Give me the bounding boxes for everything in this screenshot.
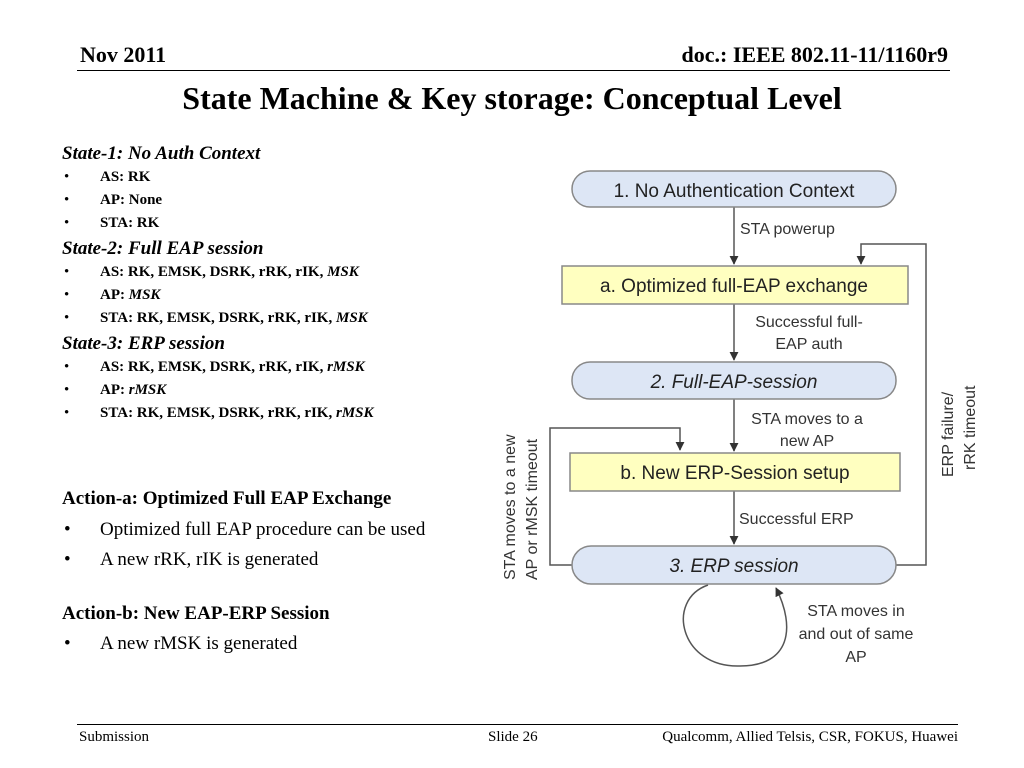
label-same-ap-2: and out of same <box>799 626 914 643</box>
header-doc-id: doc.: IEEE 802.11-11/1160r9 <box>681 42 948 67</box>
diagram-connectors <box>549 207 927 667</box>
state-1-ap: AP: None <box>62 189 482 212</box>
label-successful-erp: Successful ERP <box>739 511 854 528</box>
arrow-erp-failure-loop <box>856 243 927 566</box>
state-2-as: AS: RK, EMSK, DSRK, rRK, rIK, MSK <box>62 261 482 284</box>
state-3-heading: State-3: ERP session <box>62 333 225 354</box>
action-b-heading: Action-b: New EAP-ERP Session <box>62 603 330 624</box>
label-moves-new-ap-1: STA moves to a <box>751 411 863 428</box>
state-1-sta: STA: RK <box>62 212 482 235</box>
arrow-new-ap-loop <box>549 427 685 566</box>
state-2-ap: AP: MSK <box>62 284 482 307</box>
footer-divider <box>77 724 958 725</box>
header-divider <box>77 70 950 71</box>
footer-authors: Qualcomm, Allied Telsis, CSR, FOKUS, Hua… <box>662 729 958 745</box>
action-a-item-1: Optimized full EAP procedure can be used <box>62 518 462 542</box>
state-1-node-label: 1. No Authentication Context <box>614 181 856 202</box>
footer-slide-number: Slide 26 <box>488 729 538 745</box>
state-3-node-label: 3. ERP session <box>669 556 798 577</box>
header-date: Nov 2011 <box>80 42 167 67</box>
state-3-keys: AS: RK, EMSK, DSRK, rRK, rIK, rMSK AP: r… <box>62 356 482 425</box>
action-b-node-label: b. New ERP-Session setup <box>620 463 849 484</box>
label-successful-full-1: Successful full- <box>755 314 863 331</box>
label-successful-full-2: EAP auth <box>775 336 842 353</box>
label-left-rotated-2: AP or rMSK timeout <box>524 438 541 580</box>
state-3-sta: STA: RK, EMSK, DSRK, rRK, rIK, rMSK <box>62 402 482 425</box>
action-b-item-1: A new rMSK is generated <box>62 632 462 656</box>
action-a-heading: Action-a: Optimized Full EAP Exchange <box>62 488 392 509</box>
label-left-rotated-1: STA moves to a new <box>502 434 519 580</box>
state-2-sta: STA: RK, EMSK, DSRK, rRK, rIK, MSK <box>62 307 482 330</box>
state-3-node <box>571 545 897 585</box>
state-3-as: AS: RK, EMSK, DSRK, rRK, rIK, rMSK <box>62 356 482 379</box>
state-2-heading: State-2: Full EAP session <box>62 238 264 259</box>
label-right-rotated-2: rRK timeout <box>962 385 979 470</box>
slide-title: State Machine & Key storage: Conceptual … <box>182 80 842 116</box>
state-1-heading: State-1: No Auth Context <box>62 143 261 164</box>
action-a-list: Optimized full EAP procedure can be used… <box>62 518 462 572</box>
label-right-rotated-1: ERP failure/ <box>940 391 957 477</box>
action-b-list: A new rMSK is generated <box>62 632 462 656</box>
state-1-node <box>571 170 897 208</box>
label-moves-new-ap-2: new AP <box>780 433 834 450</box>
action-b-node <box>569 452 901 492</box>
arrow-same-ap-self-loop <box>682 584 788 667</box>
label-sta-powerup: STA powerup <box>740 221 835 238</box>
state-2-keys: AS: RK, EMSK, DSRK, rRK, rIK, MSK AP: MS… <box>62 261 482 330</box>
action-a-node-label: a. Optimized full-EAP exchange <box>600 276 868 297</box>
state-3-ap: AP: rMSK <box>62 379 482 402</box>
action-a-node <box>561 265 909 305</box>
state-2-node <box>571 361 897 400</box>
label-same-ap-3: AP <box>845 649 866 666</box>
state-list: State-1: No Auth Context AS: RK AP: None… <box>62 142 482 427</box>
action-a-item-2: A new rRK, rIK is generated <box>62 548 462 572</box>
label-same-ap-1: STA moves in <box>807 603 905 620</box>
state-2-node-label: 2. Full-EAP-session <box>650 372 818 393</box>
footer-submission: Submission <box>79 729 150 745</box>
state-1-as: AS: RK <box>62 166 482 189</box>
state-1-keys: AS: RK AP: None STA: RK <box>62 166 482 235</box>
